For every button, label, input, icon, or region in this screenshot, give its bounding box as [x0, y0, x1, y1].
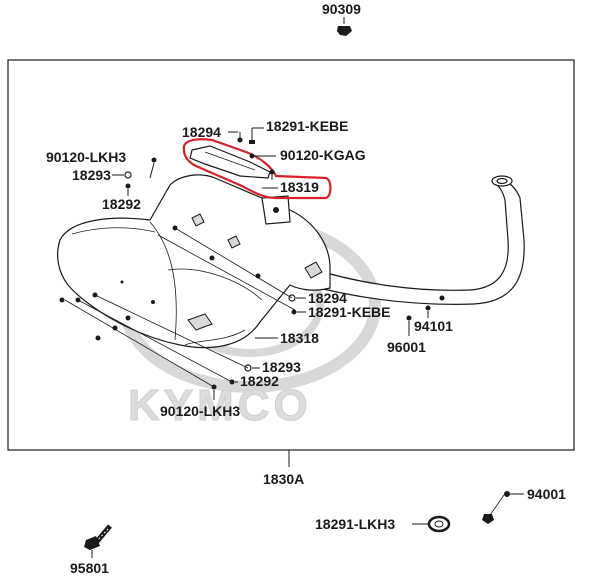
muffler-body: [57, 174, 331, 349]
part-95801-bolt: 95801: [70, 524, 112, 576]
left-fasteners: 90120-LKH3 18293 18292: [46, 149, 157, 212]
watermark-text: KYMCO: [128, 381, 312, 430]
assembly-frame: [7, 59, 575, 451]
pipe-fasteners: 94101 96001: [387, 305, 453, 355]
label-18292-low: 18292: [240, 373, 279, 389]
exhaust-pipe: [295, 175, 525, 305]
label-95801: 95801: [70, 560, 109, 576]
part-94001: 94001: [482, 486, 566, 524]
label-1830A: 1830A: [263, 471, 304, 487]
label-18294-mid: 18294: [308, 290, 347, 306]
label-18319: 18319: [280, 179, 319, 195]
label-94101: 94101: [414, 318, 453, 334]
mid-rod-fasteners: 18294 18291-KEBE: [157, 225, 391, 320]
label-90120-kgag: 90120-KGAG: [280, 147, 366, 163]
part-90309-nut: 90309: [322, 1, 361, 36]
label-18294-top: 18294: [182, 124, 221, 140]
label-90309: 90309: [322, 1, 361, 17]
label-90120-lkh3-low: 90120-LKH3: [160, 403, 240, 419]
label-96001: 96001: [387, 339, 426, 355]
label-18291-kebe-mid: 18291-KEBE: [308, 304, 391, 320]
part-18319-heat-guard: [182, 138, 332, 200]
label-94001: 94001: [527, 486, 566, 502]
lower-rod-fasteners: 18318 18293 18292 90120-LKH3: [59, 292, 319, 419]
label-18291-lkh3: 18291-LKH3: [315, 516, 395, 532]
top-fasteners: 18294 18291-KEBE 90120-KGAG: [182, 118, 366, 180]
label-18318: 18318: [280, 330, 319, 346]
label-18292-top: 18292: [102, 196, 141, 212]
label-18293-top: 18293: [72, 167, 111, 183]
highlight-outline: [182, 138, 332, 200]
label-18293-low: 18293: [262, 359, 301, 375]
label-90120-lkh3-left: 90120-LKH3: [46, 149, 126, 165]
label-18291-kebe-top: 18291-KEBE: [266, 118, 349, 134]
part-18291-lkh3-gasket: 18291-LKH3: [315, 515, 451, 533]
